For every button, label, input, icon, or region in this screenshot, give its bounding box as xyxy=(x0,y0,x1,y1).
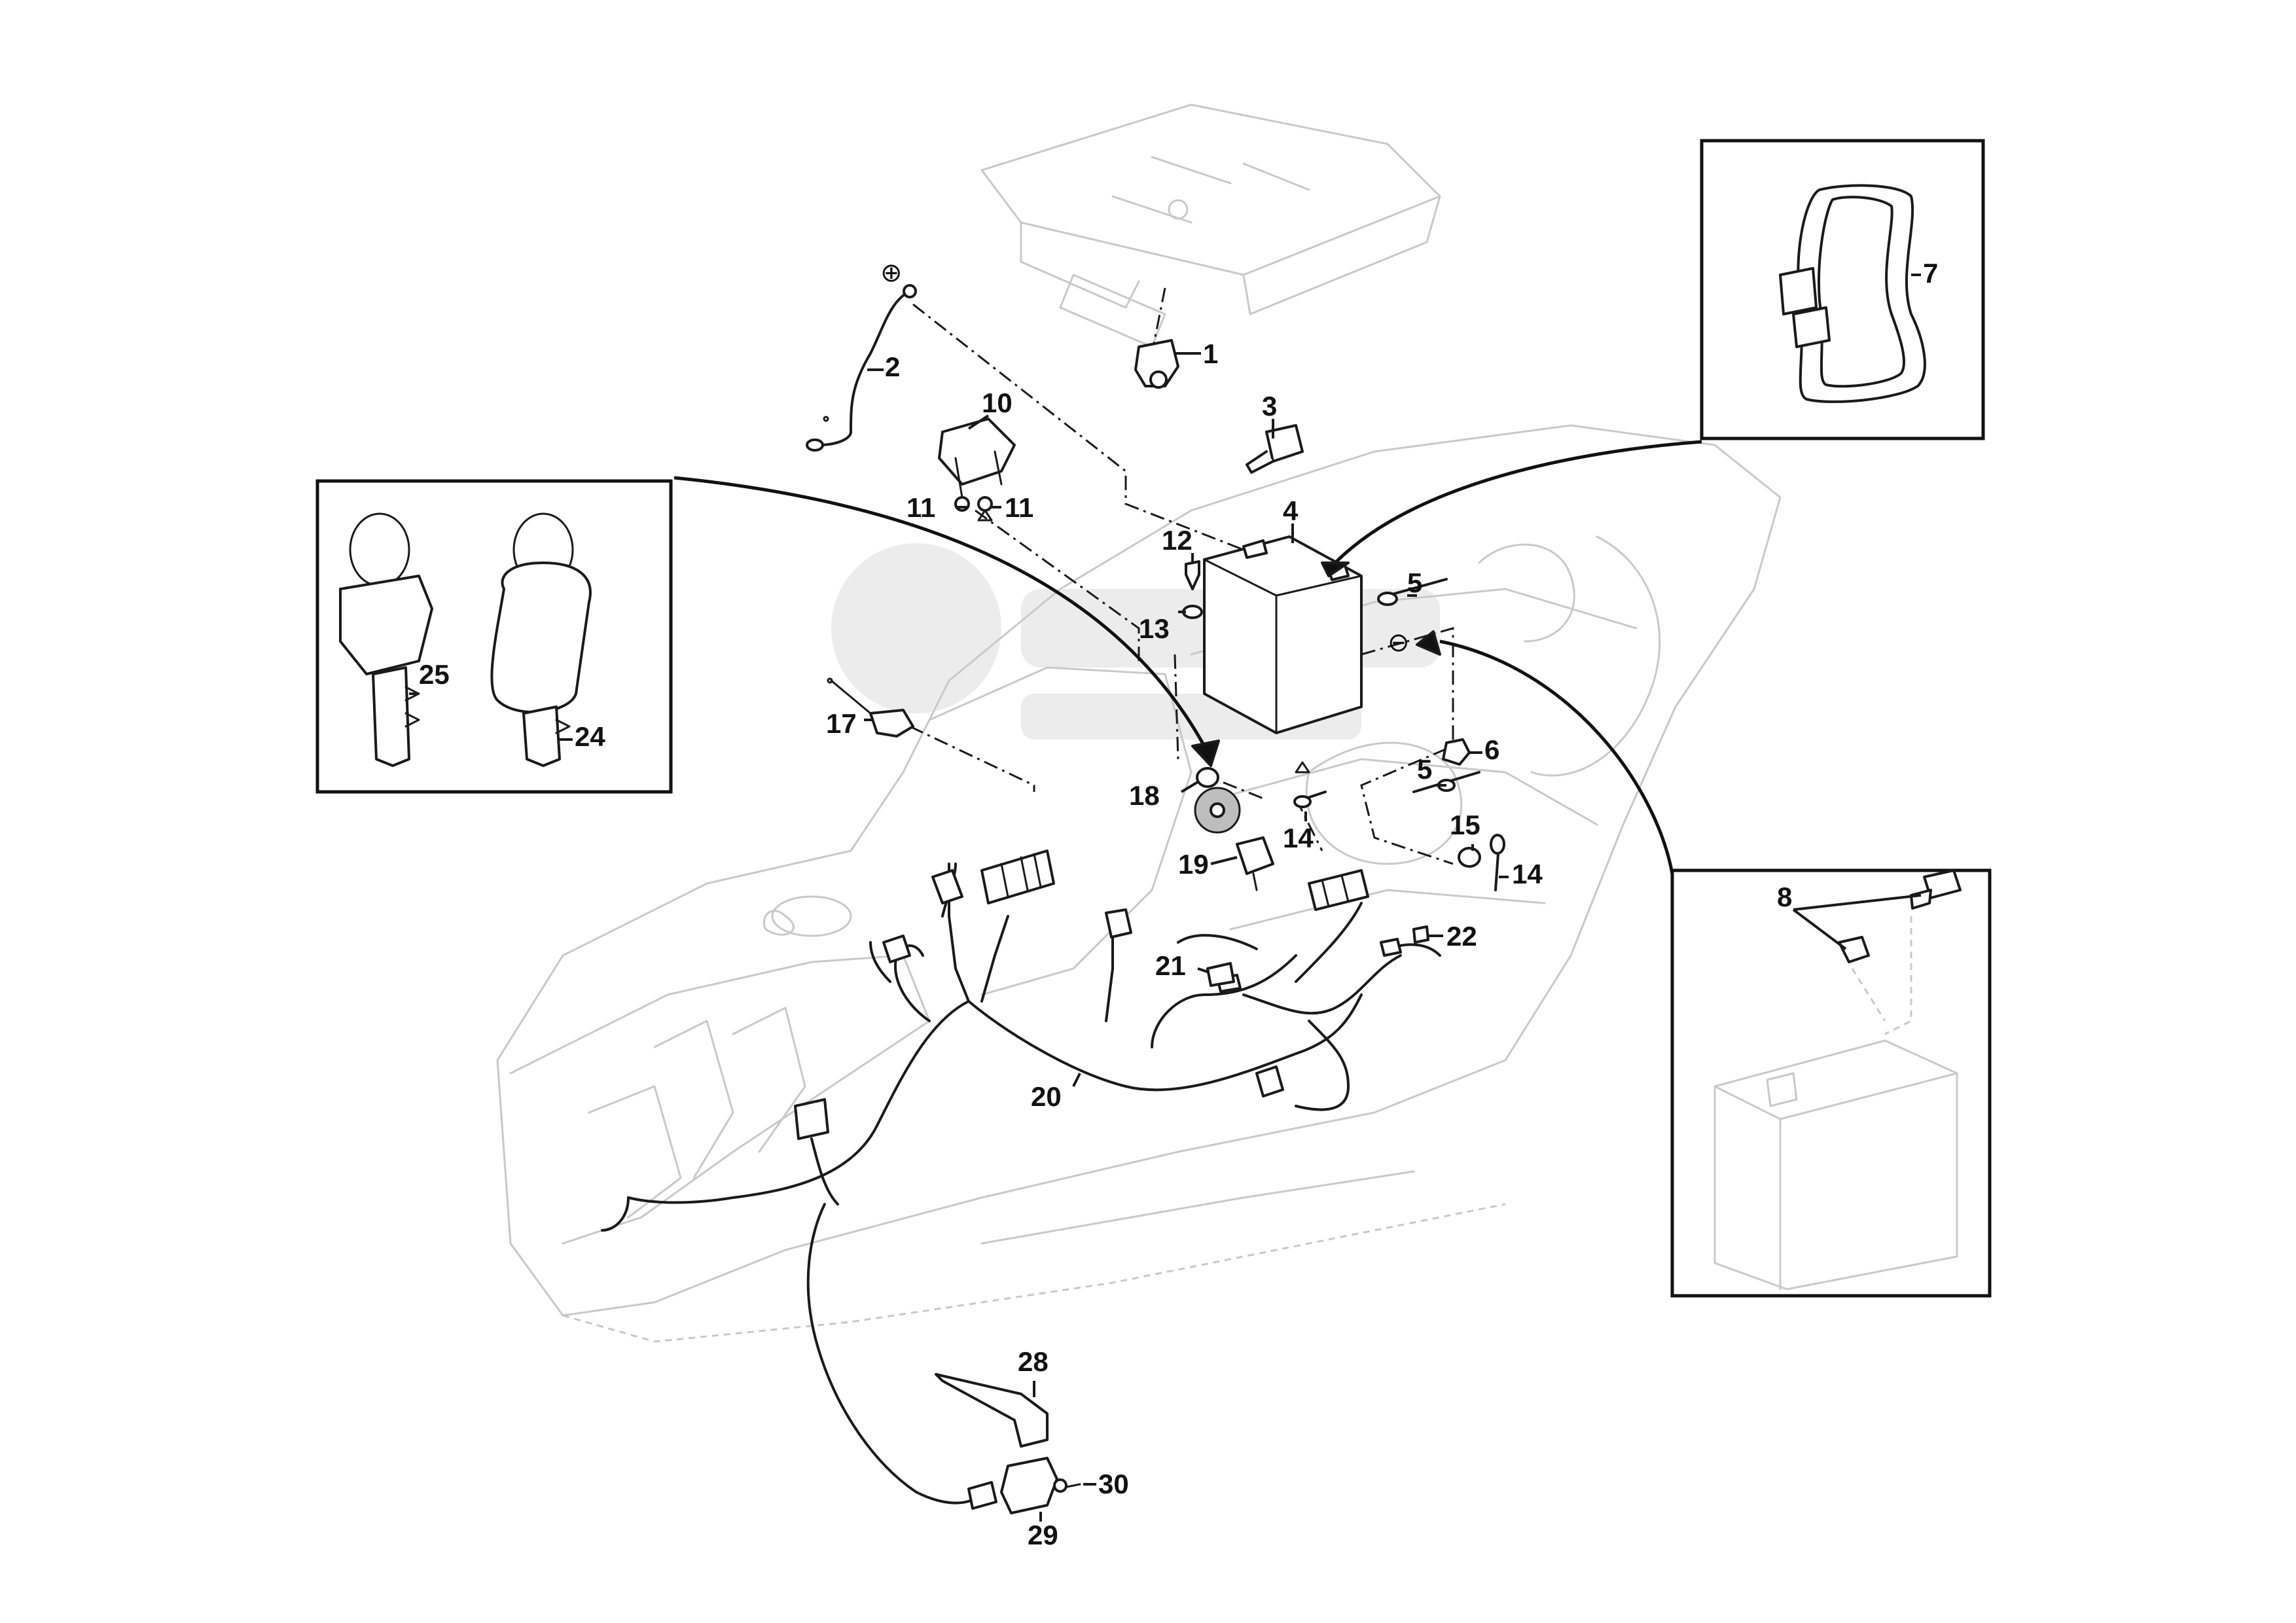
wiring-harness xyxy=(601,849,1441,1510)
fuse-holder-part xyxy=(1206,925,1429,987)
inset-battery-bolts xyxy=(1670,868,1992,1298)
callout-3: 3 xyxy=(1262,391,1277,421)
callout-21: 21 xyxy=(1155,950,1186,981)
callout-30: 30 xyxy=(1098,1469,1129,1499)
grommet-part xyxy=(1458,847,1481,868)
callout-19: 19 xyxy=(1178,849,1209,880)
callout-1: 1 xyxy=(1203,338,1218,369)
callout-14-right: 14 xyxy=(1512,859,1543,889)
screw-washer-part xyxy=(1182,560,1203,619)
callout-29: 29 xyxy=(1028,1520,1058,1550)
inset-strap xyxy=(1700,139,1985,440)
leader-lines xyxy=(409,274,1922,1522)
callout-5-bottom: 5 xyxy=(1417,754,1432,785)
plug-part xyxy=(1246,424,1304,474)
callout-2: 2 xyxy=(885,351,900,382)
callout-15: 15 xyxy=(1450,810,1480,840)
seat-switch-part xyxy=(1134,339,1179,389)
callout-5-top: 5 xyxy=(1407,567,1422,598)
callout-17: 17 xyxy=(826,708,857,739)
inset-keys xyxy=(315,479,673,794)
positive-battery-cable: ⊕ xyxy=(806,258,917,452)
cable-lug-part xyxy=(1293,791,1505,891)
markers xyxy=(823,416,1310,774)
switch-17-part xyxy=(830,679,914,738)
callout-labels: 1 2 3 4 5 5 6 7 8 10 11 11 12 13 14 14 1… xyxy=(419,258,1938,1550)
nut-cable-part xyxy=(1412,738,1480,793)
callout-7: 7 xyxy=(1923,258,1938,289)
battery-part xyxy=(1203,535,1363,734)
callout-24: 24 xyxy=(575,721,605,752)
callout-13: 13 xyxy=(1139,613,1170,644)
callout-28: 28 xyxy=(1018,1346,1049,1377)
callout-10: 10 xyxy=(982,387,1013,418)
positive-symbol: ⊕ xyxy=(880,258,903,288)
callout-11-left: 11 xyxy=(906,492,935,523)
callout-6: 6 xyxy=(1484,734,1499,765)
callout-12: 12 xyxy=(1162,525,1193,556)
callout-8: 8 xyxy=(1777,882,1792,912)
buzzer-part xyxy=(1194,767,1274,891)
bracket-switch-part xyxy=(935,1373,1081,1514)
callout-20: 20 xyxy=(1031,1081,1062,1112)
mower-body-ghost xyxy=(496,424,1782,1343)
callout-25: 25 xyxy=(419,659,450,690)
callout-22: 22 xyxy=(1446,921,1477,952)
assembly-dashed-lines xyxy=(909,287,1454,865)
relay-part xyxy=(938,418,1016,512)
negative-cable-part: ⊖ xyxy=(1377,578,1448,658)
pointer-arrows xyxy=(673,440,1702,874)
callout-11-right: 11 xyxy=(1005,492,1033,523)
negative-symbol: ⊖ xyxy=(1388,628,1410,658)
callout-4: 4 xyxy=(1283,495,1299,526)
callout-18: 18 xyxy=(1129,780,1160,811)
callout-14-left: 14 xyxy=(1283,823,1314,853)
seat-plate-ghost xyxy=(980,103,1441,348)
